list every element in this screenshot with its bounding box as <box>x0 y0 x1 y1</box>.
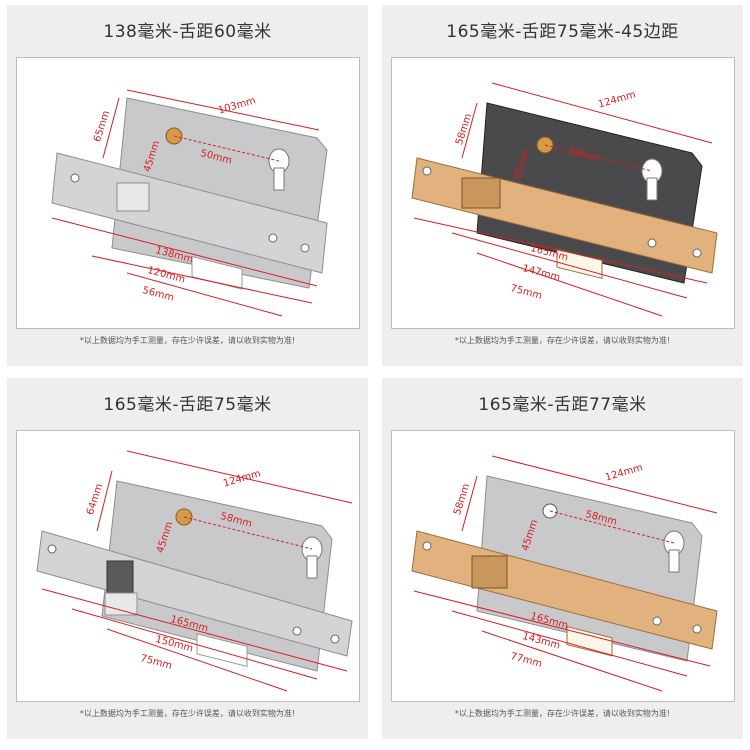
mortise-lock-illustration <box>411 82 718 317</box>
panel-top-left: 138毫米-舌距60毫米 10 <box>7 5 368 366</box>
panel-title: 165毫米-舌距77毫米 <box>478 395 647 415</box>
panel-title: 138毫米-舌距60毫米 <box>103 22 272 42</box>
lock-illustration-frame: 124mm 58mm 45mm 58mm 165mm 143mm 77mm <box>391 430 735 702</box>
panel-bottom-left: 165毫米-舌距75毫米 124mm 64mm 45mm 58mm 165mm … <box>7 378 368 739</box>
measurement-note: *以上数据均为手工测量，存在少许误差，请以收到实物为准! <box>79 336 296 345</box>
mortise-lock-illustration <box>411 455 718 692</box>
measurement-note: *以上数据均为手工测量，存在少许误差，请以收到实物为准! <box>454 336 671 345</box>
panel-title: 165毫米-舌距75毫米-45边距 <box>446 22 679 42</box>
mortise-lock-illustration <box>36 450 353 692</box>
panel-bottom-right: 165毫米-舌距77毫米 124mm 58mm 45mm 58mm 165mm … <box>382 378 743 739</box>
panel-title: 165毫米-舌距75毫米 <box>103 395 272 415</box>
measurement-note: *以上数据均为手工测量，存在少许误差，请以收到实物为准! <box>79 709 296 718</box>
lock-illustration-frame: 103mm 65mm 45mm 50mm 138mm 120mm 56mm <box>16 57 360 329</box>
mortise-lock-illustration <box>51 89 328 317</box>
lock-illustration-frame: 124mm 64mm 45mm 58mm 165mm 150mm 75mm <box>16 430 360 702</box>
measurement-note: *以上数据均为手工测量，存在少许误差，请以收到实物为准! <box>454 709 671 718</box>
lock-illustration-frame: 124mm 58mm 40mm 58mm 165mm 147mm 75mm <box>391 57 735 329</box>
panel-top-right: 165毫米-舌距75毫米-45边距 124mm 58mm 40mm 58mm 1… <box>382 5 743 366</box>
